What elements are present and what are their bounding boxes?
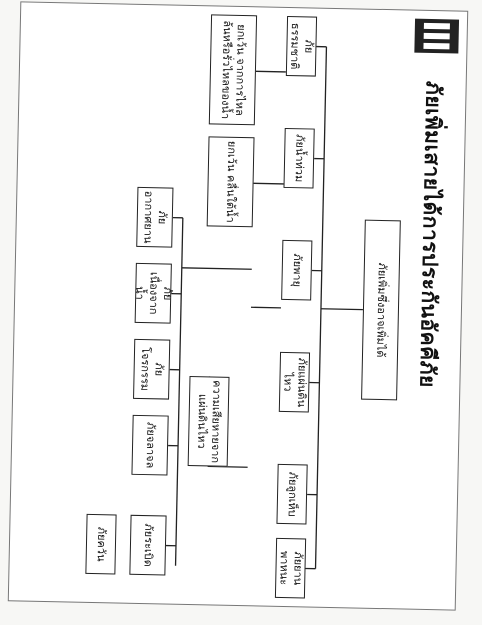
aircraft-box: ภัยอากาศยาน	[136, 186, 174, 248]
hail-box: ภัยลูกเห็บ	[276, 463, 308, 525]
quake-detail-box: ความเสียหายจากแผ่นดินไหว	[187, 376, 230, 467]
slide: ภัยเพิ่มเสายได้การประกันอัคคีภัย	[7, 1, 469, 611]
flood-detail-box: ยกเว้น จากการไหลล้นหรือรั่วไหลของน้ำ	[208, 14, 258, 126]
burglary-box: ภัยโจรกรรม	[133, 338, 171, 400]
vehicle-box: ภัยยานพาหนะ	[274, 537, 307, 599]
natural-disaster-box: ภัยธรรมชาติ	[285, 15, 318, 77]
storm-detail-box: ยกเว้น คลื่นใต้น้ำ	[206, 136, 255, 228]
root-box: ภัยเพิ่มซึ่งอาจเพิ่มได้	[361, 219, 401, 401]
water-damage-box: ภัยเนื่องจากน้ำ	[133, 262, 174, 324]
explosion-box: ภัยระเบิด	[129, 514, 167, 576]
smoke-box: ภัยควัน	[85, 513, 117, 575]
storm-box: ภัยพายุ	[281, 239, 313, 301]
riot-box: ภัยจลาจล	[131, 414, 169, 476]
earthquake-box: ภัยแผ่นดินไหว	[278, 351, 311, 413]
diagram-canvas: ภัยเพิ่มเสายได้การประกันอัคคีภัย	[9, 2, 467, 609]
flood-box: ภัยน้ำท่วม	[283, 127, 315, 189]
